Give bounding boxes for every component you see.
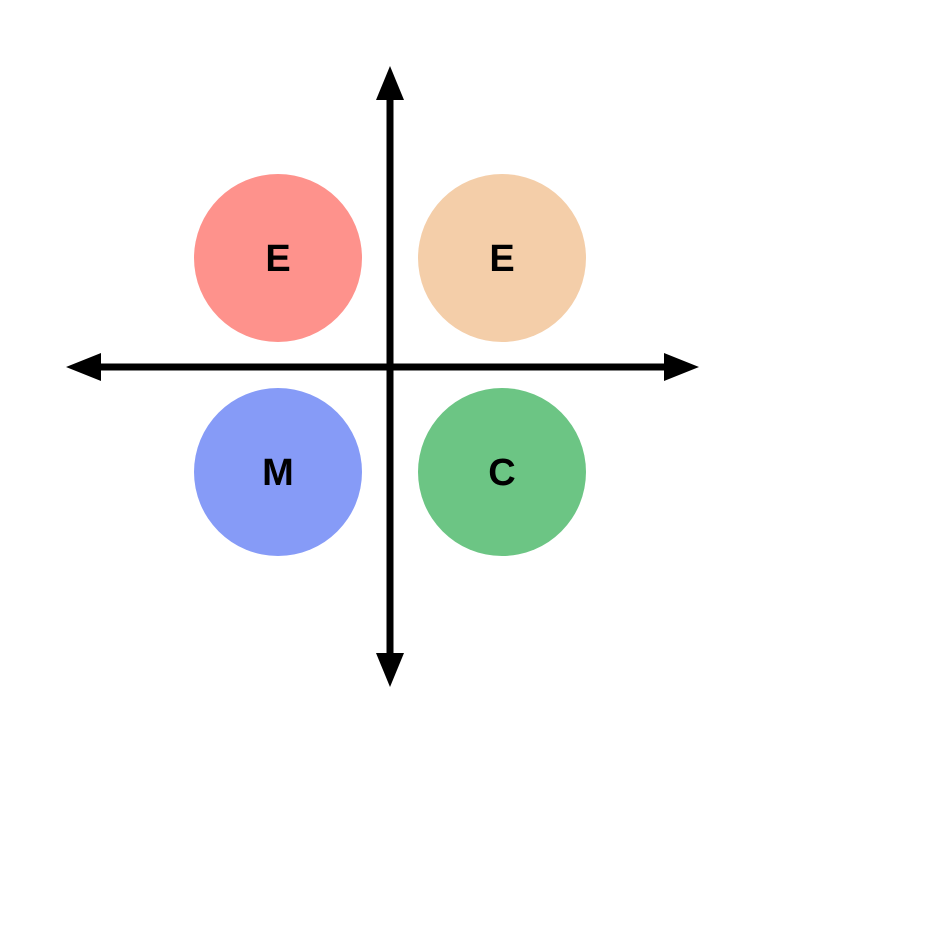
quadrant-bottom-left: M: [194, 388, 362, 556]
quadrant-circle-bottom-right: [418, 388, 586, 556]
axes: [66, 66, 699, 687]
quadrant-top-right: E: [418, 174, 586, 342]
axis-arrow-left-icon: [66, 353, 101, 381]
quadrant-circle-top-left: [194, 174, 362, 342]
quadrant-label-bottom-left: M: [262, 452, 294, 494]
axis-arrow-up-icon: [376, 66, 404, 100]
quadrant-circle-top-right: [418, 174, 586, 342]
quadrant-label-bottom-right: C: [488, 452, 515, 494]
axis-arrow-right-icon: [664, 353, 699, 381]
quadrant-label-top-right: E: [489, 238, 514, 280]
quadrant-label-top-left: E: [265, 238, 290, 280]
axis-arrow-down-icon: [376, 653, 404, 687]
quadrant-bottom-right: C: [418, 388, 586, 556]
quadrant-circle-bottom-left: [194, 388, 362, 556]
quadrant-top-left: E: [194, 174, 362, 342]
